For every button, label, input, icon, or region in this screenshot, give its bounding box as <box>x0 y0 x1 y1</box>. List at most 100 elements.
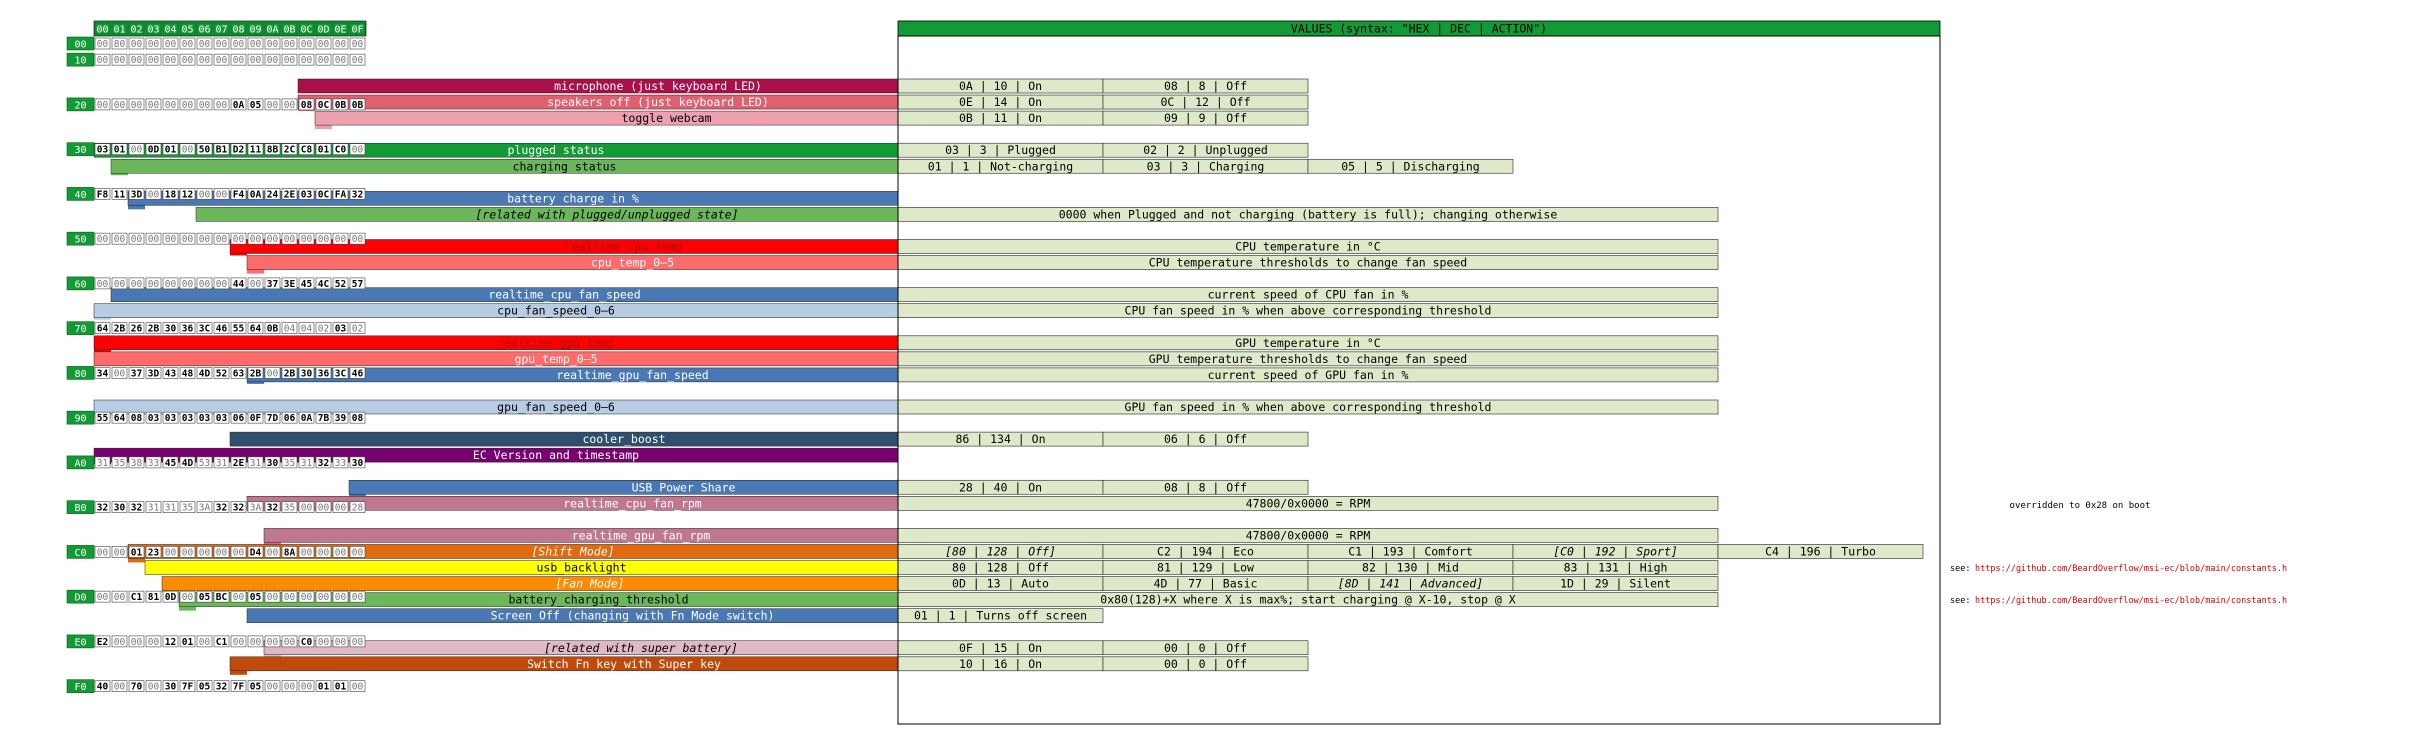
register-value: 00 <box>199 55 211 66</box>
register-cell <box>298 277 315 290</box>
register-cell <box>247 590 264 603</box>
register-cell <box>162 53 179 66</box>
register-cell <box>247 322 264 334</box>
row-address-label: 20 <box>74 100 86 111</box>
entry-label-bar <box>229 431 899 447</box>
register-value: 00 <box>335 592 347 603</box>
value-text: 03 | 3 | Plugged <box>945 143 1056 157</box>
register-value: 00 <box>114 547 126 558</box>
register-value: 2B <box>114 324 126 335</box>
register-value: 00 <box>165 55 177 66</box>
register-cell <box>111 456 128 469</box>
register-cell <box>94 367 111 379</box>
register-cell <box>196 277 213 290</box>
register-value: 00 <box>352 55 364 66</box>
register-cell <box>298 546 315 558</box>
row-address-label: C0 <box>74 548 86 559</box>
register-value: 3D <box>148 368 160 379</box>
register-cell <box>196 53 213 66</box>
register-value: F4 <box>233 189 245 200</box>
register-value: 03 <box>335 324 347 335</box>
register-value: 00 <box>97 39 109 50</box>
register-cell <box>298 53 315 66</box>
register-value: 00 <box>114 368 126 379</box>
register-value: 00 <box>97 55 109 66</box>
register-value: 0A <box>301 413 313 424</box>
register-value: 45 <box>165 458 177 469</box>
register-value: 00 <box>97 592 109 603</box>
register-value: 00 <box>182 100 194 111</box>
register-cell <box>315 367 332 379</box>
value-text: [8D | 141 | Advanced] <box>1338 577 1483 591</box>
register-cell <box>315 143 332 155</box>
register-cell <box>264 37 281 50</box>
value-text: 1D | 29 | Silent <box>1560 577 1671 591</box>
register-value: 03 <box>148 413 160 424</box>
column-header-bar <box>93 20 367 37</box>
row-address-cell <box>66 410 95 425</box>
register-value: 46 <box>352 368 364 379</box>
value-text: 80 | 128 | Off <box>952 561 1049 575</box>
register-value: 00 <box>267 368 279 379</box>
column-header-cell <box>162 22 179 35</box>
column-header-cell <box>230 22 247 35</box>
entry-label: charging status <box>513 159 617 173</box>
register-cell <box>332 501 349 513</box>
column-header-cell <box>264 22 281 35</box>
register-cell <box>179 188 196 200</box>
entry-label-bar <box>246 255 899 270</box>
value-text: 82 | 130 | Mid <box>1362 561 1459 575</box>
register-value: 01 <box>182 637 194 648</box>
register-cell <box>332 456 349 469</box>
register-value: 01 <box>131 547 143 558</box>
entry-label: battery charge in % <box>507 191 639 205</box>
register-cell <box>315 456 332 469</box>
source-link[interactable]: https://github.com/BeardOverflow/msi-ec/… <box>1975 564 2287 574</box>
register-cell <box>349 635 366 648</box>
entry-label: realtime_gpu_fan_speed <box>556 368 708 382</box>
column-header-label: 0E <box>334 25 346 36</box>
value-box <box>1307 158 1514 174</box>
entry-label-bar <box>110 159 899 174</box>
register-value: 30 <box>352 458 364 469</box>
register-value: 00 <box>165 279 177 290</box>
register-value: 00 <box>199 189 211 200</box>
row-address-label: 70 <box>74 324 86 335</box>
value-text: 09 | 9 | Off <box>1164 111 1247 125</box>
register-cell <box>298 635 315 648</box>
value-text: CPU temperature thresholds to change fan… <box>1149 256 1468 270</box>
register-value: 23 <box>148 547 160 558</box>
register-cell <box>162 635 179 648</box>
register-cell <box>230 411 247 424</box>
row-address-cell <box>66 142 95 156</box>
register-value: 35 <box>284 458 295 469</box>
column-header-cell <box>315 22 332 35</box>
register-cell <box>213 188 230 200</box>
register-value: 00 <box>216 100 228 111</box>
register-value: 81 <box>148 592 160 603</box>
register-cell <box>145 456 162 469</box>
register-cell <box>94 322 111 334</box>
column-header-cell <box>94 22 111 35</box>
register-value: 00 <box>267 637 279 648</box>
register-value: 33 <box>335 458 346 469</box>
register-value: 05 <box>250 592 262 603</box>
source-link[interactable]: https://github.com/BeardOverflow/msi-ec/… <box>1975 596 2287 606</box>
register-cell <box>315 37 332 50</box>
row-address-label: 90 <box>74 414 86 425</box>
register-value: 0B <box>335 100 347 111</box>
register-cell <box>145 411 162 424</box>
register-value: 36 <box>318 368 330 379</box>
register-value: 00 <box>267 100 279 111</box>
register-cell <box>213 322 230 334</box>
register-value: 00 <box>284 592 296 603</box>
register-cell <box>128 456 145 469</box>
register-value: 7D <box>267 413 279 424</box>
register-cell <box>111 635 128 648</box>
register-value: 08 <box>352 413 364 424</box>
register-cell <box>94 98 111 111</box>
register-value: 40 <box>97 682 109 693</box>
register-value: 64 <box>114 413 126 424</box>
register-cell <box>281 98 298 111</box>
